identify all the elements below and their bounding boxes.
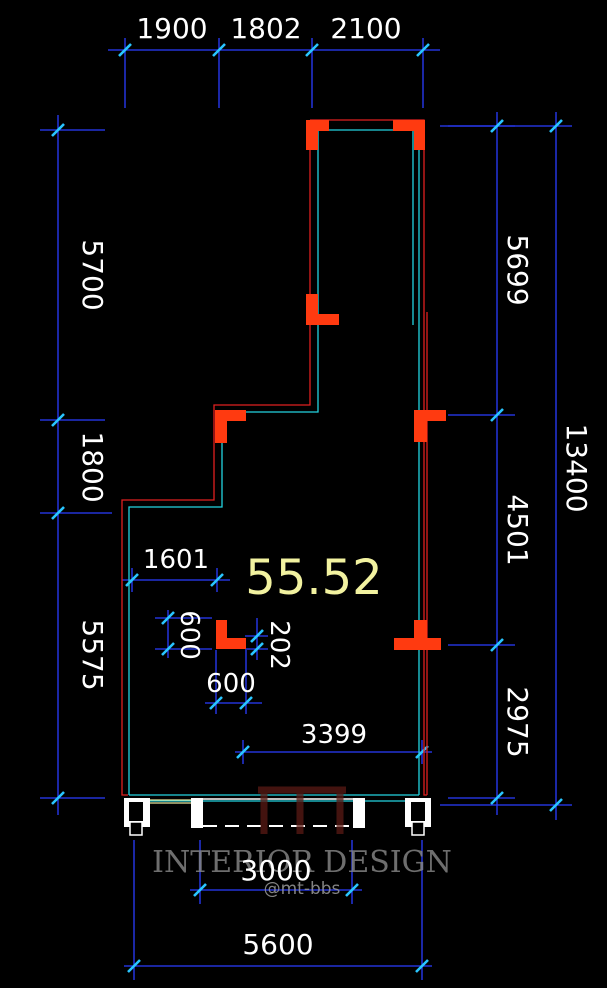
dim-600-vertical: 600 [174,610,204,660]
tick-marks [51,43,563,973]
watermark-title: INTERIOR DESIGN [152,845,452,880]
wall-inner [128,129,422,802]
column-interior [216,620,246,649]
dim-top-2100: 2100 [330,12,401,45]
dim-3000: 3000 [240,854,311,887]
dim-top-1802: 1802 [230,12,301,45]
dim-left-1800: 1800 [76,431,109,502]
wall-outer [121,119,428,796]
column-mid-left [306,294,339,325]
area-label: 55.52 [245,550,382,606]
column-right-lower [394,620,441,650]
right-dimension-labels: 5699 4501 2975 13400 [501,234,593,757]
dim-bottom-5600: 5600 [242,928,313,961]
watermark-handle: @mt-bbs [264,879,341,899]
interior-dimension-labels: 1601 600 202 600 3399 [143,545,367,750]
left-dimension-labels: 5700 1800 5575 [76,239,109,690]
dim-left-5700: 5700 [76,239,109,310]
entrance-front [124,798,431,836]
dim-total-13400: 13400 [560,423,593,512]
column-top-right [393,120,425,150]
dim-right-5699: 5699 [501,234,534,305]
column-top-left [306,120,329,150]
dim-3399: 3399 [301,720,367,750]
top-dimension-labels: 1900 1802 2100 [136,12,401,45]
dim-600-horizontal: 600 [206,669,256,699]
structural-columns [215,120,446,650]
dim-right-2975: 2975 [501,686,534,757]
dimension-lines [40,38,572,980]
column-step [215,410,246,443]
dim-top-1900: 1900 [136,12,207,45]
dim-202: 202 [264,620,294,670]
watermark-logo [258,786,346,834]
dim-left-5575: 5575 [76,619,109,690]
dim-right-4501: 4501 [501,494,534,565]
column-right-upper [414,410,446,442]
dim-1601: 1601 [143,545,209,575]
